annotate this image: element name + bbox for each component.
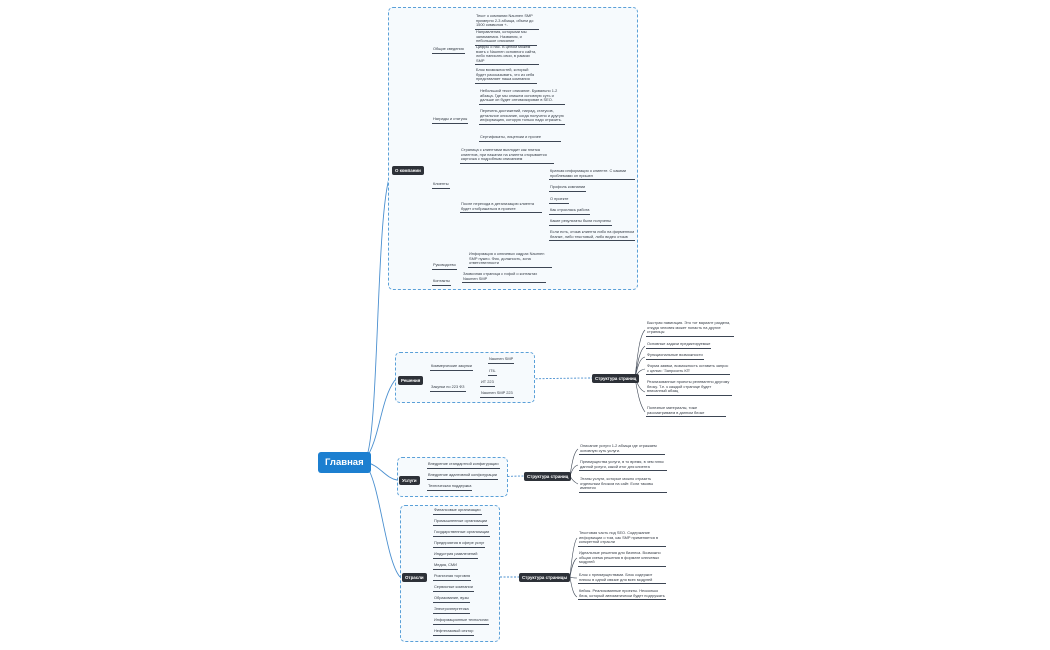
industry-item[interactable]: Медиа, СМИ <box>433 562 458 570</box>
clients-detail[interactable]: Какие результаты были получены <box>549 218 612 226</box>
industry-item[interactable]: Предприятия в сфере услуг <box>433 540 486 548</box>
company-awards[interactable]: Награды и статусы <box>432 116 469 124</box>
industry-item[interactable]: Информационные технологии <box>433 617 490 625</box>
industries-structure-item[interactable]: Кейсы. Реализованные проекты. Несколько … <box>578 588 666 601</box>
solutions-structure-item[interactable]: Функциональные возможности <box>646 352 704 360</box>
company-general-item[interactable]: Направления, которыми мы занимаемся. Наз… <box>475 29 537 46</box>
services-structure-item[interactable]: Преимущества услуги, в то время, в чем п… <box>579 459 667 472</box>
industry-item[interactable]: Государственные организации <box>433 529 491 537</box>
company-zone <box>388 7 638 290</box>
company-general-item[interactable]: Текст о компании Naumen SMP примерно 2-3… <box>475 13 539 30</box>
contacts-text[interactable]: Заявочная страница с гифой о контактах N… <box>462 271 546 284</box>
solutions-structure[interactable]: Структура страниц <box>592 374 640 383</box>
industries-structure[interactable]: Структура страницы <box>519 573 571 582</box>
solutions-structure-item[interactable]: Быстрая навигация. Это тот вариант разде… <box>646 320 734 337</box>
clients-transition[interactable]: После перехода в детализацию клиента буд… <box>460 201 542 214</box>
solutions-structure-item[interactable]: Полезные материалы, тоже рассматриваем в… <box>646 405 726 418</box>
topic-solutions[interactable]: Решения <box>398 376 424 385</box>
industry-item[interactable]: Сервисные компании <box>433 584 474 592</box>
company-awards-item[interactable]: Перечень достижений, наград, статусов, д… <box>479 108 565 125</box>
management-text[interactable]: Информация о ключевых кадрах Naumen SMP … <box>468 251 552 268</box>
solutions-procure-item[interactable]: ИТ 223 <box>480 379 495 387</box>
industry-item[interactable]: Финансовые организации <box>433 507 482 515</box>
solutions-structure-item[interactable]: Реализованные проекты релевантно другому… <box>646 379 732 396</box>
solutions-commercial[interactable]: Коммерческие закупки <box>430 363 473 371</box>
clients-detail[interactable]: Если есть, отзыв клиента либо на фирменн… <box>549 229 635 242</box>
company-general-item[interactable]: Блок возможностей, который будет рассказ… <box>475 67 537 84</box>
company-general[interactable]: Общие сведения <box>432 46 465 54</box>
industry-item[interactable]: Образование, вузы <box>433 595 470 603</box>
services-item[interactable]: Техническая поддержка <box>427 483 473 491</box>
industries-structure-item[interactable]: Текстовая часть под SEO. Содержание инфо… <box>578 530 666 547</box>
services-structure[interactable]: Структура страниц <box>524 472 572 481</box>
solutions-commercial-item[interactable]: Naumen SMP <box>488 356 515 364</box>
solutions-commercial-item[interactable]: ITIL <box>488 368 497 376</box>
industry-item[interactable]: Розничная торговля <box>433 573 472 581</box>
services-item[interactable]: Внедрение стандартной конфигурации <box>427 461 500 469</box>
industries-structure-item[interactable]: Блок с преимуществами. Блок содержит плю… <box>578 572 666 585</box>
services-structure-item[interactable]: Этапы услуги, которые можно отразить отд… <box>579 476 667 493</box>
company-management[interactable]: Руководство <box>432 262 457 270</box>
services-item[interactable]: Внедрение адаптивной конфигурации <box>427 472 498 480</box>
solutions-structure-item[interactable]: Основные задачи предиктируемые <box>646 341 712 349</box>
topic-services[interactable]: Услуги <box>399 476 420 485</box>
services-structure-item[interactable]: Описание услуги 1-2 абзаца где отражаем … <box>579 443 665 456</box>
clients-detail[interactable]: О проекте <box>549 196 570 204</box>
company-awards-item[interactable]: Сертификаты, лицензии и прочее <box>479 134 561 142</box>
solutions-structure-item[interactable]: Форма заявки, возможность оставить запро… <box>646 363 730 376</box>
topic-company[interactable]: О компании <box>392 166 424 175</box>
industries-structure-item[interactable]: Идеальные решения для бизнеса. Возможно … <box>578 550 666 567</box>
solutions-procure[interactable]: Закупки по 223 ФЗ <box>430 384 466 392</box>
topic-industries[interactable]: Отрасли <box>402 573 427 582</box>
clients-detail[interactable]: Краткая информация о клиенте. С какими п… <box>549 168 635 181</box>
company-awards-item[interactable]: Небольшой текст описание. Буквально 1-2 … <box>479 88 565 105</box>
company-contacts[interactable]: Контакты <box>432 278 451 286</box>
clients-detail[interactable]: Как строилась работа <box>549 207 591 215</box>
root-node[interactable]: Главная <box>318 452 371 473</box>
industry-item[interactable]: Нефтегазовый сектор <box>433 628 475 636</box>
industry-item[interactable]: Электроэнергетика <box>433 606 470 614</box>
company-general-item[interactable]: Цифры о нас. В целом можем взять с Naume… <box>475 44 539 66</box>
industry-item[interactable]: Индустрия развлечений <box>433 551 479 559</box>
industry-item[interactable]: Промышленные организации <box>433 518 489 526</box>
company-clients[interactable]: Клиенты <box>432 181 450 189</box>
clients-text[interactable]: Страница с клиентами выглядит как плитка… <box>460 147 554 164</box>
solutions-procure-item[interactable]: Naumen SMP 223 <box>480 390 514 398</box>
clients-detail[interactable]: Профиль компании <box>549 184 587 192</box>
